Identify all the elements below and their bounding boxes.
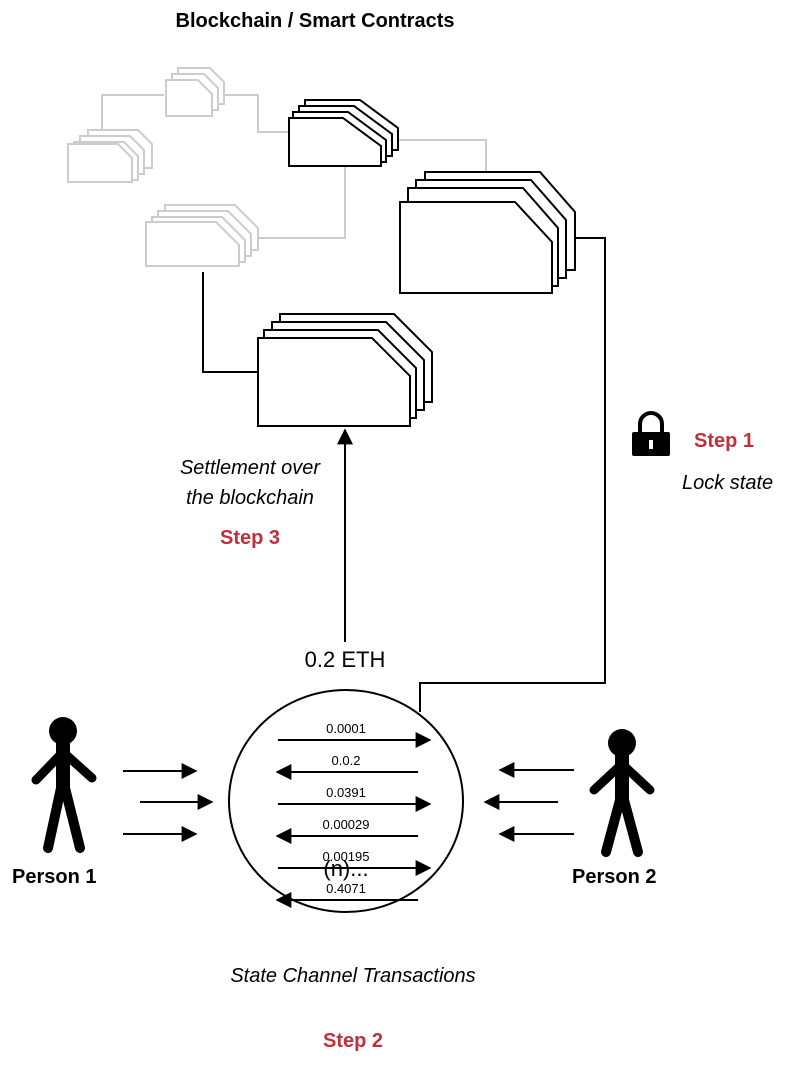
block-stack-right xyxy=(399,171,576,294)
transaction-amount-1: 0.0001 xyxy=(326,721,366,736)
person-2-icon xyxy=(589,729,655,857)
block-stack-faded-1 xyxy=(67,129,153,183)
transaction-arrows xyxy=(275,732,432,908)
step-3-label: Step 3 xyxy=(219,527,281,549)
block-stack-top xyxy=(288,99,399,167)
transaction-amount-4: 0.00029 xyxy=(322,817,370,832)
person-1-arrows xyxy=(123,763,214,842)
transaction-amount-6: 0.4071 xyxy=(326,881,366,896)
person-1-label: Person 1 xyxy=(12,866,97,888)
lock-icon xyxy=(632,411,670,456)
step-2-label: Step 2 xyxy=(322,1030,384,1052)
person-2-label: Person 2 xyxy=(572,866,657,888)
block-stack-faded-3 xyxy=(145,204,259,267)
step-1-label: Step 1 xyxy=(694,430,755,452)
transaction-amount-3: 0.0391 xyxy=(326,785,366,800)
lock-connector xyxy=(419,237,606,712)
person-1-icon xyxy=(31,717,97,853)
block-stack-bottom xyxy=(257,313,433,427)
settlement-connector xyxy=(202,272,258,373)
more-transactions: (n)... xyxy=(323,856,369,881)
transaction-amount-5: 0.00195 xyxy=(322,849,370,864)
step-2-caption: State Channel Transactions xyxy=(230,965,476,987)
step-1-caption: Lock state xyxy=(682,472,774,494)
block-stack-faded-2 xyxy=(165,67,225,117)
step-3-caption-line-1: Settlement over xyxy=(179,457,321,479)
settlement-amount: 0.2 ETH xyxy=(304,647,386,672)
state-channel-ellipse xyxy=(228,689,464,913)
person-2-arrows xyxy=(483,762,574,842)
diagram-title: Blockchain / Smart Contracts xyxy=(175,10,455,32)
step-3-caption-line-2: the blockchain xyxy=(186,487,314,509)
faded-connectors xyxy=(88,94,487,239)
transaction-amount-2: 0.0.2 xyxy=(331,753,361,768)
